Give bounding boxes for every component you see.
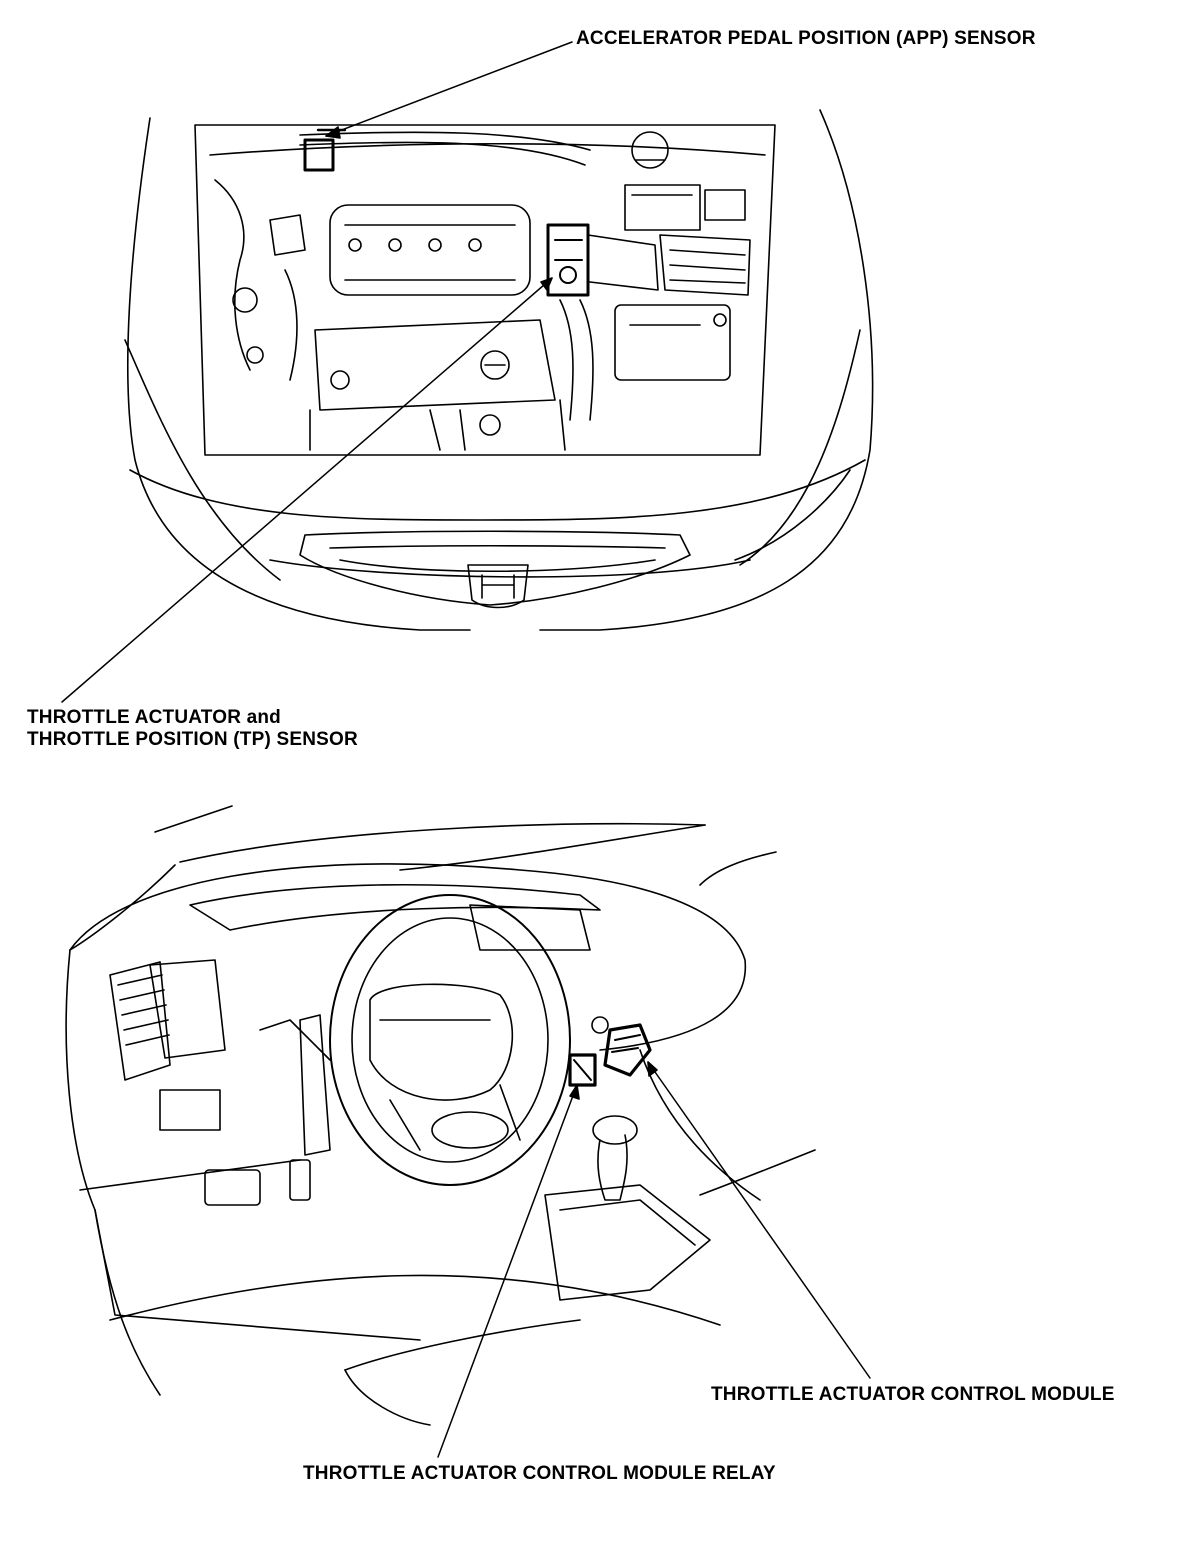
fuse-box xyxy=(624,184,701,231)
glove-area-panel xyxy=(159,1089,221,1131)
relay-arrowhead xyxy=(569,1084,580,1100)
steering-wheel-rim xyxy=(329,894,571,1186)
control-module-relay-label: THROTTLE ACTUATOR CONTROL MODULE RELAY xyxy=(303,1463,776,1484)
left-air-vent xyxy=(109,961,171,1081)
left-dash-panel xyxy=(149,959,226,1059)
valve-cover xyxy=(329,204,531,296)
front-grille xyxy=(299,530,691,606)
throttle-label-line-2: THROTTLE POSITION (TP) SENSOR xyxy=(27,729,358,750)
throttle-leader xyxy=(61,277,553,703)
dash-top-outline xyxy=(179,822,706,863)
control-module-leader xyxy=(647,1061,871,1379)
control-module-label: THROTTLE ACTUATOR CONTROL MODULE xyxy=(711,1384,1115,1405)
app-sensor-label: ACCELERATOR PEDAL POSITION (APP) SENSOR xyxy=(576,28,1036,49)
gear-shifter xyxy=(597,1134,628,1201)
intake-cover xyxy=(314,319,556,411)
engine-compartment-illustration xyxy=(124,109,874,631)
dashboard-outline xyxy=(69,863,747,1051)
control-module-relay-component xyxy=(568,1053,597,1087)
throttle-label-line-1: THROTTLE ACTUATOR and xyxy=(27,707,281,728)
coolant-reservoir xyxy=(631,131,669,169)
throttle-body-component xyxy=(546,223,590,297)
app-sensor-leader xyxy=(325,41,573,137)
center-console xyxy=(544,1184,711,1301)
dashboard-interior-illustration xyxy=(65,805,816,1426)
right-fender-outline xyxy=(539,109,874,631)
brake-pedal xyxy=(204,1169,261,1206)
battery xyxy=(614,304,731,381)
relay-leader xyxy=(437,1084,578,1458)
control-module-component xyxy=(603,1023,652,1077)
hood-opening xyxy=(194,124,776,456)
throttle-actuator-label: THROTTLE ACTUATOR and THROTTLE POSITION … xyxy=(27,707,358,751)
air-intake xyxy=(659,234,751,296)
throttle-arrowhead xyxy=(540,277,553,291)
oil-filler-cap xyxy=(480,350,510,380)
app-sensor-arrowhead xyxy=(325,126,341,139)
instrument-binnacle xyxy=(469,904,591,951)
left-fender-outline xyxy=(126,117,471,631)
app-sensor-component xyxy=(303,138,335,172)
control-module-arrowhead xyxy=(647,1061,658,1077)
emblem xyxy=(467,564,529,609)
steering-wheel-hub xyxy=(369,983,514,1101)
accelerator-pedal xyxy=(289,1159,311,1201)
